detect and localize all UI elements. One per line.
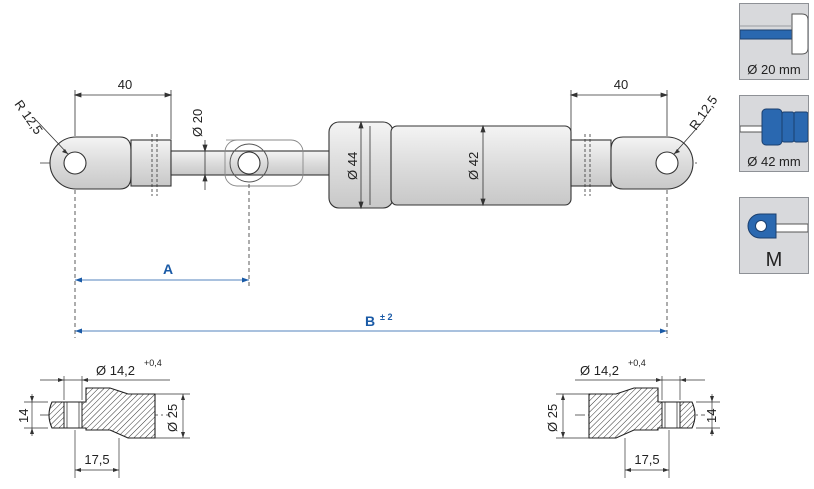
dim-a [74,184,250,338]
left-bore-label: Ø 14,2 [96,363,135,378]
right-radius-leader [673,119,705,155]
dim-cyl-42-label: Ø 42 [466,152,481,180]
dim-b-tolerance: ± 2 [380,312,392,322]
right-head-dia-label: Ø 25 [545,404,560,432]
dim-right-40 [569,90,669,139]
mid-eye-fitting [224,139,304,187]
right-section-view [556,376,720,478]
dim-cyl-44 [358,120,364,210]
dim-right-40-label: 40 [614,77,628,92]
dim-b-label: B [365,313,375,329]
rod-end-icon [740,13,808,55]
left-offset-label: 17,5 [84,452,109,467]
thumb-cyl-42[interactable]: Ø 42 mm [739,95,809,172]
cylinder-icon [740,108,808,146]
right-bore-label: Ø 14,2 [580,363,619,378]
dim-left-40 [73,90,173,139]
right-offset-label: 17,5 [634,452,659,467]
thumb-rod-20-caption: Ø 20 mm [747,62,801,77]
left-eye-end [49,134,172,196]
right-bore-tolerance: +0,4 [628,358,646,368]
dim-rod-dia-label: Ø 20 [190,109,205,137]
left-section-view [24,376,190,478]
thumb-fitting-m-caption: M [765,249,783,271]
left-bore-tolerance: +0,4 [144,358,162,368]
dim-cyl-44-label: Ø 44 [345,152,360,180]
left-thickness-label: 14 [16,409,31,423]
dim-a-label: A [163,261,173,277]
left-head-dia-label: Ø 25 [165,404,180,432]
dim-left-40-label: 40 [118,77,132,92]
eye-fitting-icon [747,213,808,239]
right-radius-label: R 12,5 [686,93,720,133]
thumb-fitting-m[interactable]: M [739,197,809,274]
dim-cyl-42 [480,124,486,207]
thumb-cyl-42-caption: Ø 42 mm [747,154,801,169]
right-eye-end [570,134,694,196]
left-radius-label: R 12,5 [12,97,46,137]
cylinder-body [328,121,572,209]
right-thickness-label: 14 [704,409,719,423]
dim-rod-dia [202,140,208,190]
left-radius-leader [35,119,69,155]
dim-b [75,190,668,338]
thumb-rod-20[interactable]: Ø 20 mm [739,3,809,80]
